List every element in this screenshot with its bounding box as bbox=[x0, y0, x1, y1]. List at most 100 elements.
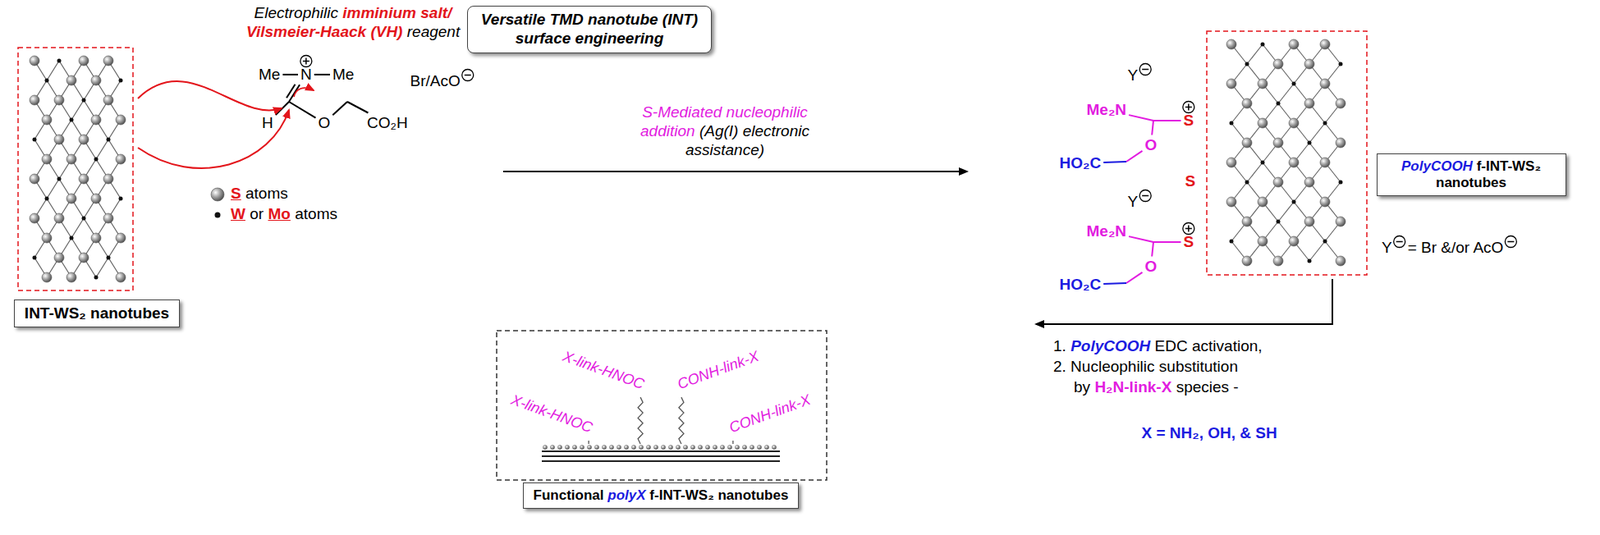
lattice-bond bbox=[1246, 44, 1263, 65]
sulfur-atom bbox=[91, 193, 101, 204]
charge-symbol bbox=[1141, 68, 1149, 71]
linker-tether bbox=[732, 440, 734, 445]
step-text: 1. bbox=[1053, 337, 1067, 355]
charge-symbol bbox=[1139, 64, 1151, 76]
box-text: polyX bbox=[607, 487, 646, 504]
sulfur-atom bbox=[1288, 157, 1299, 168]
step-text: X = NH₂, OH, & SH bbox=[1141, 424, 1278, 442]
sulfur-atom bbox=[1242, 137, 1252, 148]
surface-atom bbox=[734, 444, 739, 450]
metal-atom bbox=[215, 212, 221, 219]
chemical-bond bbox=[1103, 282, 1127, 285]
box-text: INT-WS₂ nanotubes bbox=[24, 304, 170, 322]
surface-atom bbox=[616, 444, 621, 450]
surface-atom bbox=[638, 444, 643, 450]
sulfur-atom bbox=[1242, 216, 1252, 227]
metal-atom bbox=[57, 59, 62, 64]
charge-symbol bbox=[305, 58, 308, 65]
step-text: H₂N-link-X bbox=[1094, 378, 1172, 396]
chemical-bond bbox=[1103, 160, 1127, 164]
sulfur-atom bbox=[1288, 39, 1299, 50]
metal-atom bbox=[1323, 121, 1328, 126]
linker-label: CONH-link-X bbox=[674, 348, 762, 395]
metal-atom bbox=[57, 177, 62, 182]
text-line: X = NH₂, OH, & SH bbox=[1141, 424, 1278, 444]
atom-label: HO₂C bbox=[1059, 154, 1102, 174]
sulfur-atom bbox=[41, 233, 52, 243]
step-text: EDC activation, bbox=[1155, 337, 1263, 355]
legend-text: atoms bbox=[294, 205, 338, 223]
atom-label: HO₂C bbox=[1059, 275, 1102, 295]
box-text: Functional bbox=[533, 487, 605, 504]
atom-label: Me bbox=[332, 65, 354, 85]
surface-atom bbox=[749, 444, 754, 450]
lattice-bond bbox=[96, 139, 109, 160]
sulfur-atom bbox=[1242, 256, 1252, 266]
atom-label: Y bbox=[1127, 192, 1139, 212]
text-line: 1.PolyCOOHEDC activation, bbox=[1053, 337, 1263, 357]
sulfur-atom bbox=[115, 233, 126, 243]
dashed-frame bbox=[496, 330, 827, 481]
step-text: by bbox=[1073, 378, 1091, 396]
surface-atom bbox=[594, 444, 599, 450]
electron-arrow bbox=[137, 81, 282, 111]
linker-tether bbox=[678, 397, 684, 445]
metal-atom bbox=[1245, 180, 1250, 185]
text-line: byH₂N-link-Xspecies - bbox=[1073, 378, 1239, 398]
sulfur-atom bbox=[91, 114, 101, 125]
linker-tether bbox=[637, 397, 643, 445]
metal-atom bbox=[119, 197, 124, 202]
atom-label: S bbox=[1183, 233, 1195, 253]
chemical-bond bbox=[1126, 272, 1143, 284]
sulfur-atom bbox=[1226, 78, 1237, 89]
chemical-bond bbox=[1151, 120, 1154, 136]
sulfur-atom bbox=[210, 187, 225, 202]
text-line: Y = Br &/or AcO bbox=[1381, 238, 1504, 258]
linker-label: CONH-link-X bbox=[726, 391, 813, 438]
surface-atom bbox=[557, 444, 562, 450]
surface-layer bbox=[541, 455, 780, 458]
surface-atom bbox=[660, 444, 665, 450]
charge-symbol bbox=[1504, 236, 1517, 248]
surface-atom bbox=[756, 444, 762, 450]
chemical-bond bbox=[347, 101, 368, 114]
metal-atom bbox=[1229, 121, 1234, 126]
chemical-bond bbox=[282, 73, 298, 76]
title-box: Versatile TMD nanotube (INT) surface eng… bbox=[467, 5, 712, 54]
text-line: Vilsmeier-Haack (VH)reagent bbox=[246, 22, 460, 42]
surface-atom bbox=[542, 444, 547, 450]
sulfur-atom bbox=[54, 95, 65, 106]
surface-atom bbox=[572, 444, 577, 450]
lattice-bond bbox=[71, 218, 84, 239]
lattice-bond bbox=[1278, 201, 1294, 222]
atom-label: Y bbox=[1381, 238, 1393, 257]
metal-atom bbox=[1338, 62, 1344, 67]
charge-symbol bbox=[464, 74, 472, 77]
surface-layer bbox=[541, 460, 780, 463]
sulfur-atom bbox=[78, 55, 89, 66]
sulfur-atom bbox=[66, 272, 77, 283]
sulfur-atom bbox=[29, 55, 40, 66]
metal-atom bbox=[1307, 141, 1312, 146]
reaction-arrow bbox=[503, 170, 968, 173]
surface-atom bbox=[742, 444, 747, 450]
sulfur-atom bbox=[1320, 78, 1330, 89]
chemical-bond bbox=[1151, 242, 1154, 257]
atom-label: S bbox=[1185, 172, 1197, 192]
atom-label: = Br &/or AcO bbox=[1407, 238, 1504, 257]
surface-atom bbox=[623, 444, 629, 450]
surface-atom bbox=[675, 444, 680, 450]
atom-label: O bbox=[1145, 136, 1158, 156]
text-line: WorMoatoms bbox=[230, 205, 338, 225]
metal-atom bbox=[82, 216, 87, 221]
chemical-bond bbox=[275, 101, 289, 115]
sulfur-atom bbox=[1288, 118, 1299, 129]
chemical-bond bbox=[1128, 236, 1154, 243]
sulfur-atom bbox=[115, 272, 126, 283]
sulfur-atom bbox=[1288, 236, 1299, 247]
sulfur-atom bbox=[54, 213, 65, 224]
surface-atom bbox=[631, 444, 636, 450]
metal-atom bbox=[1276, 101, 1281, 106]
surface-atom bbox=[727, 444, 732, 450]
chemical-bond bbox=[1153, 119, 1182, 122]
